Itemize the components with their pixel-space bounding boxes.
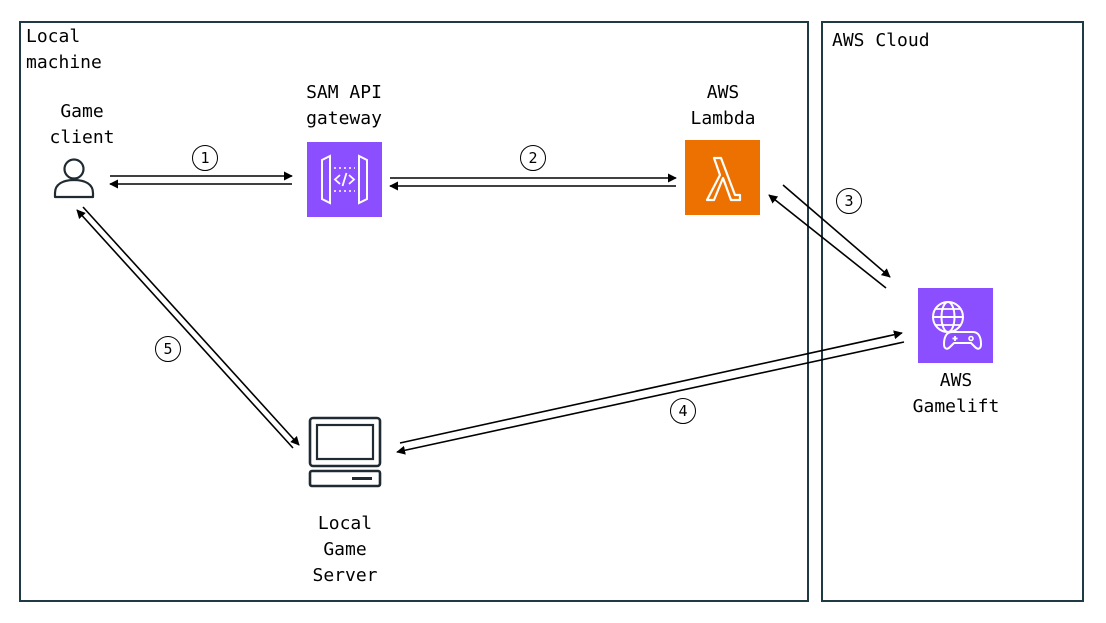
step-2-marker: 2 <box>520 145 546 171</box>
gamelift-icon <box>918 288 993 363</box>
local-game-server-label: Local Game Server <box>312 513 378 586</box>
desktop-computer-icon <box>305 415 383 490</box>
api-gateway-icon <box>307 142 382 217</box>
local-machine-label: Local machine <box>26 26 102 73</box>
step-5-marker: 5 <box>155 336 181 362</box>
arrow-server-to-gamelift <box>399 330 903 444</box>
arrow-gamelift-to-lambda <box>768 194 887 289</box>
local-machine-region <box>19 21 809 602</box>
aws-cloud-region <box>821 21 1084 602</box>
arrow-client-to-server <box>82 206 300 446</box>
user-icon <box>50 153 98 201</box>
arrow-lambda-to-gamelift <box>782 184 891 278</box>
step-4-marker: 4 <box>670 398 696 424</box>
arrow-gamelift-to-server <box>396 341 905 455</box>
step-1-marker: 1 <box>192 145 218 171</box>
aws-gamelift-label: AWS Gamelift <box>912 370 1000 417</box>
aws-lambda-label: AWS Lambda <box>690 82 756 129</box>
step-3-marker: 3 <box>836 188 862 214</box>
game-client-label: Game client <box>49 101 115 148</box>
aws-cloud-label: AWS Cloud <box>832 30 930 51</box>
sam-api-gateway-label: SAM API gateway <box>306 82 382 129</box>
arrow-server-to-client <box>76 209 294 449</box>
lambda-icon <box>685 140 760 215</box>
